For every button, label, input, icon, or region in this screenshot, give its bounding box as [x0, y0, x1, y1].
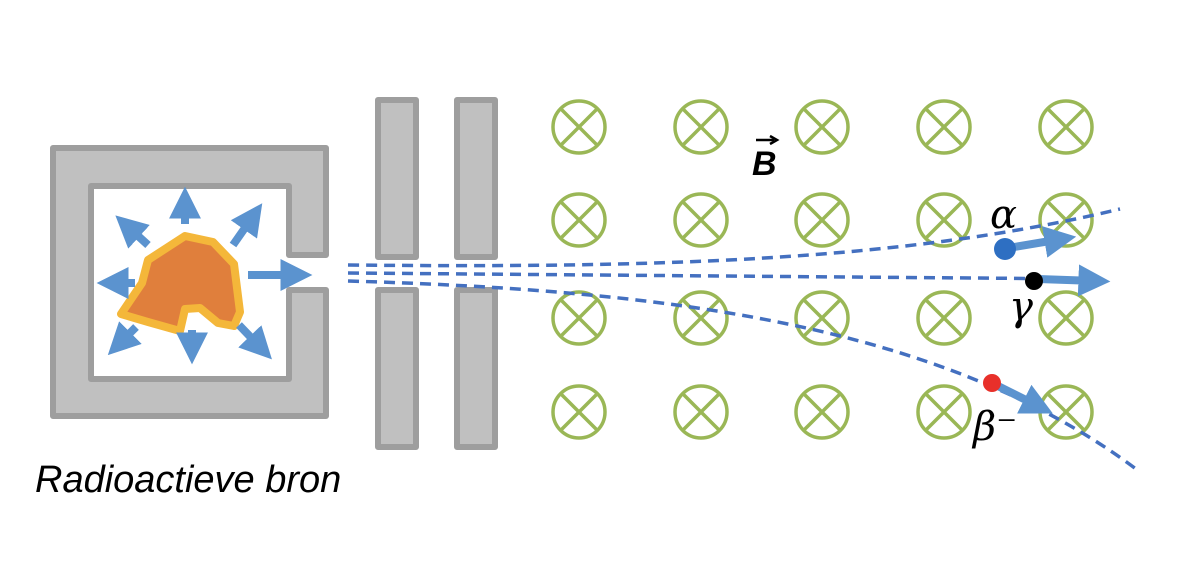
- cross-circle-icon: [1038, 384, 1094, 440]
- cross-circle-icon: [673, 192, 729, 248]
- cross-circle-icon: [794, 192, 850, 248]
- alpha-path: [347, 207, 1121, 268]
- cross-circle-icon: [551, 290, 607, 346]
- cross-circle-icon: [551, 99, 607, 155]
- source-label: Radioactieve bron: [35, 459, 341, 501]
- radioactive-source: [117, 232, 244, 335]
- particle-paths: [347, 207, 1142, 474]
- collimator-plate: [454, 287, 498, 450]
- collimator: [375, 97, 498, 450]
- cross-circle-icon: [794, 290, 850, 346]
- cross-circle-icon: [916, 192, 972, 248]
- cross-circle-icon: [916, 290, 972, 346]
- lead-housing: [50, 145, 329, 419]
- emission-arrows: [96, 186, 313, 365]
- cross-circle-icon: [673, 384, 729, 440]
- alpha-particle: [994, 238, 1016, 260]
- magnetic-field: [551, 99, 1094, 440]
- gamma-label: γ: [1009, 284, 1033, 330]
- cross-circle-icon: [673, 99, 729, 155]
- arrow-icon: [1037, 264, 1111, 297]
- cross-circle-icon: [673, 290, 729, 346]
- arrow-icon: [115, 215, 151, 249]
- gamma-particle: [1025, 272, 1043, 290]
- collimator-plate: [375, 287, 419, 450]
- arrow-icon: [992, 380, 1053, 414]
- cross-circle-icon: [916, 99, 972, 155]
- gamma-path: [347, 271, 1096, 281]
- collimator-plate: [454, 97, 498, 260]
- cross-circle-icon: [1038, 99, 1094, 155]
- cross-circle-icon: [794, 99, 850, 155]
- cross-circle-icon: [916, 384, 972, 440]
- arrow-icon: [236, 322, 272, 360]
- alpha-label: α: [990, 192, 1017, 238]
- field-label-text: B: [752, 145, 777, 183]
- particle-arrows: [992, 226, 1111, 414]
- vector-arrow-head: [769, 134, 780, 146]
- cross-circle-icon: [551, 192, 607, 248]
- arrow-icon: [107, 321, 142, 356]
- cross-circle-icon: [1038, 290, 1094, 346]
- beta-particle: [983, 374, 1001, 392]
- beta-path: [347, 279, 1142, 474]
- cross-circle-icon: [551, 384, 607, 440]
- collimator-plate: [375, 97, 419, 260]
- cross-circle-icon: [794, 384, 850, 440]
- field-label: B: [752, 134, 780, 183]
- arrow-icon: [1007, 226, 1077, 258]
- beta-label: β⁻: [971, 404, 1017, 450]
- arrow-icon: [229, 203, 263, 248]
